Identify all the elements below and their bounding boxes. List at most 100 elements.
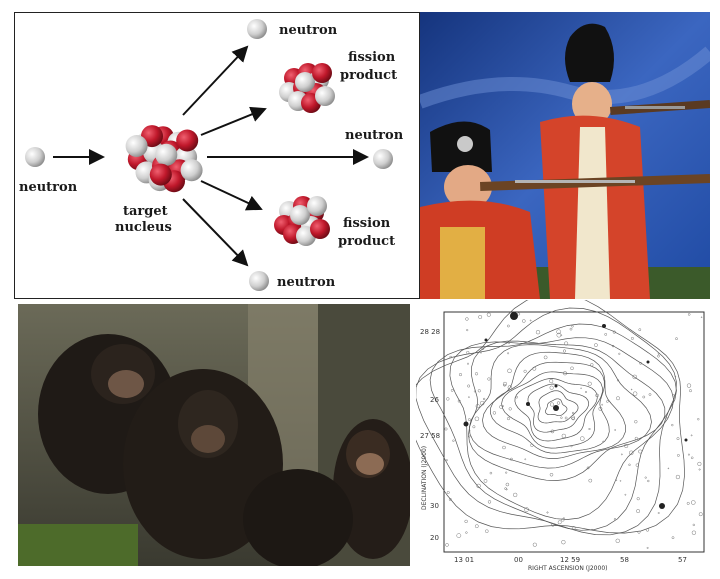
fission-product-bottom (274, 196, 330, 246)
noise-contour (638, 449, 643, 454)
noise-contour (486, 312, 491, 317)
noise-contour (466, 350, 470, 355)
noise-contour (505, 482, 510, 487)
noise-contour (602, 440, 605, 443)
noise-contour (569, 327, 573, 331)
arrow-fission-bot (200, 180, 263, 211)
noise-contour (507, 341, 511, 345)
noise-contour (666, 417, 669, 419)
point-source (526, 402, 530, 406)
noise-contour (468, 430, 471, 432)
noise-contour (645, 528, 650, 532)
noise-contour (562, 371, 568, 376)
y-tick-2: 27 58 (420, 432, 440, 440)
noise-contour (560, 416, 563, 419)
noise-contour (601, 403, 604, 406)
noise-contour (620, 453, 623, 456)
label-fission-top-2: product (340, 68, 397, 83)
noise-contour (485, 529, 489, 533)
noise-contour (524, 458, 527, 461)
noise-contour (474, 372, 479, 376)
noise-contour (466, 329, 469, 332)
noise-contour (646, 546, 649, 549)
noise-contour (468, 418, 471, 421)
x-tick-3: 58 (620, 556, 629, 564)
noise-contour (478, 315, 483, 319)
noise-contour (615, 538, 620, 543)
noise-contour (611, 344, 615, 348)
fission-diagram: neutron target nucleus neutron fission p… (19, 19, 404, 291)
noise-contour (487, 377, 491, 381)
noise-contour (513, 492, 518, 498)
noise-contour (502, 381, 508, 386)
noise-contour (697, 461, 702, 466)
label-neutron-bot: neutron (277, 275, 336, 290)
noise-contour (604, 333, 608, 336)
proton-ball (176, 129, 199, 152)
noise-contour (502, 405, 504, 407)
contour-lines (416, 300, 685, 536)
noise-contour (686, 501, 690, 505)
noise-contour (636, 509, 641, 514)
noise-contour (677, 454, 680, 457)
noise-contour (687, 453, 690, 456)
point-source (602, 324, 606, 328)
y-tick-4: 20 (430, 534, 439, 542)
noise-contour (676, 437, 680, 441)
noise-contour (557, 520, 562, 525)
noise-contour (687, 313, 691, 316)
chimpanzees-illustration (18, 304, 410, 566)
noise-contour (616, 379, 620, 382)
noise-contour (457, 399, 461, 403)
noise-contour (595, 393, 599, 398)
noise-contour (698, 512, 703, 517)
noise-contour (456, 533, 462, 538)
point-source (463, 421, 469, 427)
noise-contour (522, 319, 526, 323)
proton-ball (310, 219, 330, 239)
contour-line (482, 351, 626, 459)
noise-contour (467, 384, 471, 388)
noise-contour (571, 416, 575, 421)
noise-contour (504, 487, 507, 490)
plot-frame (443, 311, 705, 553)
noise-contour (532, 366, 537, 371)
noise-contour (657, 352, 660, 355)
noise-contour (585, 391, 587, 393)
noise-contour (671, 423, 674, 427)
noise-contour (634, 436, 638, 440)
neutron-ball (180, 159, 203, 182)
noise-contour (507, 324, 510, 328)
noise-contour (629, 450, 634, 456)
noise-contour (700, 316, 703, 319)
label-fission-bot-2: product (338, 234, 395, 249)
label-nucleus: nucleus (115, 220, 172, 235)
noise-contour (637, 530, 641, 534)
noise-contour (530, 443, 534, 447)
neutron-bottom (249, 271, 269, 291)
noise-contour (487, 500, 492, 504)
noise-contour (546, 511, 549, 514)
noise-contour (543, 355, 548, 360)
noise-contour (556, 332, 562, 338)
noise-contour (690, 434, 693, 437)
noise-contour (524, 507, 529, 512)
noise-contour (636, 497, 640, 501)
noise-contour (450, 389, 454, 392)
noise-contour (550, 429, 555, 434)
contour-line (537, 390, 579, 424)
y-tick-1: 26 (430, 396, 439, 404)
arrow-neutron-top (182, 45, 249, 116)
noise-contour (465, 531, 468, 534)
neutron-ball (307, 196, 327, 216)
noise-contour (564, 416, 568, 420)
x-axis-label: RIGHT ASCENSION (J2000) (528, 565, 607, 572)
x-tick-4: 57 (678, 556, 687, 564)
noise-contour (482, 397, 486, 401)
point-source (659, 503, 665, 509)
noise-contour (698, 468, 701, 471)
noise-contour (561, 518, 565, 522)
noise-contour (448, 498, 452, 501)
point-source (554, 384, 558, 388)
noise-contour (672, 394, 675, 397)
